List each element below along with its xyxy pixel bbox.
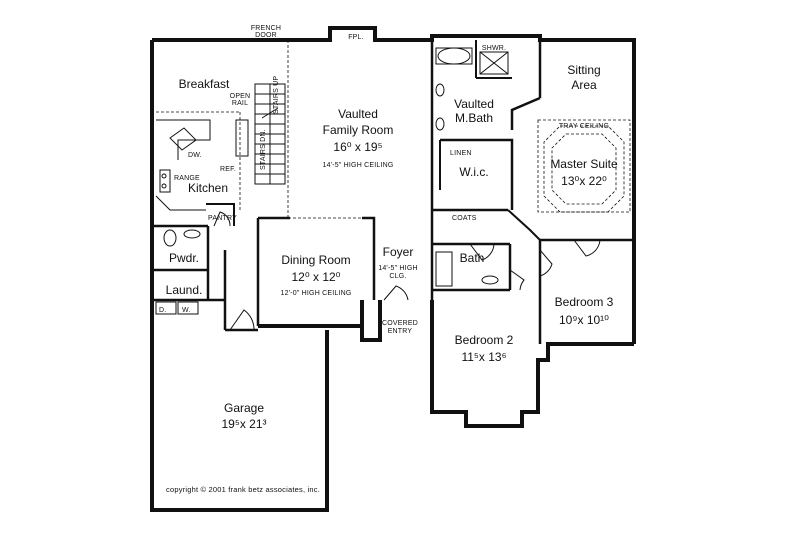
stairs-down-label: STAIRS DN. [260, 129, 267, 170]
pantry-label: PANTRY [208, 215, 237, 222]
kitchen-label: Kitchen [188, 181, 228, 195]
foyer-note1: 14'-5" HIGH [378, 265, 417, 272]
sitting-area-name1: Sitting [567, 63, 600, 77]
wic-label: W.i.c. [459, 165, 488, 179]
open-rail-label2: RAIL [232, 100, 248, 107]
dining-room-note: 12'-0" HIGH CEILING [280, 290, 351, 297]
room-labels: Breakfast Kitchen Vaulted Family Room 16… [166, 63, 618, 431]
covered-entry-label1: COVERED [382, 320, 418, 327]
fixtures [155, 47, 601, 331]
dishwasher-label: DW. [188, 152, 202, 159]
bedroom2-name: Bedroom 2 [455, 333, 514, 347]
foyer-note2: CLG. [389, 273, 406, 280]
shower-label: SHWR. [482, 45, 506, 52]
garage-dim: 19⁵x 21³ [222, 417, 267, 431]
range-label: RANGE [174, 175, 200, 182]
annotations: FRENCH DOOR FPL. SHWR. OPEN RAIL STAIRS … [159, 25, 506, 494]
stairs [255, 84, 285, 184]
interior-walls [152, 40, 634, 344]
french-door-label2: DOOR [255, 32, 277, 39]
doors [213, 211, 601, 331]
sitting-area-name2: Area [571, 78, 597, 92]
master-suite-dim: 13⁰x 22⁰ [561, 174, 607, 188]
dryer-label: D. [159, 307, 166, 314]
coats-label: COATS [452, 215, 477, 222]
family-room-note: 14'-5" HIGH CEILING [322, 162, 393, 169]
master-bath-name2: M.Bath [455, 111, 493, 125]
washer-label: W. [182, 307, 191, 314]
french-door-label1: FRENCH [251, 25, 281, 32]
breakfast-label: Breakfast [179, 77, 230, 91]
fireplace-label: FPL. [348, 34, 364, 41]
bedroom3-dim: 10⁹x 10¹⁰ [559, 313, 609, 327]
linen-label: LINEN [450, 150, 472, 157]
tray-ceiling-note: TRAY CEILING [559, 123, 609, 130]
dining-room-dim: 12⁰ x 12⁰ [292, 270, 341, 284]
family-room-dim: 16⁰ x 19⁵ [333, 140, 382, 154]
kitchen-counters [155, 119, 249, 211]
dashed-openings [156, 40, 631, 219]
family-room-name2: Family Room [323, 123, 394, 137]
powder-label: Pwdr. [169, 251, 199, 265]
master-bath-name1: Vaulted [454, 97, 494, 111]
master-suite-name: Master Suite [550, 157, 618, 171]
bedroom3-name: Bedroom 3 [555, 295, 614, 309]
open-rail-label1: OPEN [230, 93, 251, 100]
stairs-up-label: STAIRS UP [273, 76, 280, 114]
refrigerator-label: REF. [220, 166, 236, 173]
bath-fixtures [155, 47, 509, 315]
bedroom2-dim: 11⁵x 13⁶ [461, 350, 506, 364]
garage-name: Garage [224, 401, 264, 415]
covered-entry-label2: ENTRY [388, 328, 413, 335]
copyright-text: copyright © 2001 frank betz associates, … [166, 485, 320, 494]
dining-room-name: Dining Room [281, 253, 350, 267]
laundry-label: Laund. [166, 283, 203, 297]
foyer-name: Foyer [383, 245, 414, 259]
family-room-name1: Vaulted [338, 107, 378, 121]
bath-label: Bath [460, 251, 485, 265]
